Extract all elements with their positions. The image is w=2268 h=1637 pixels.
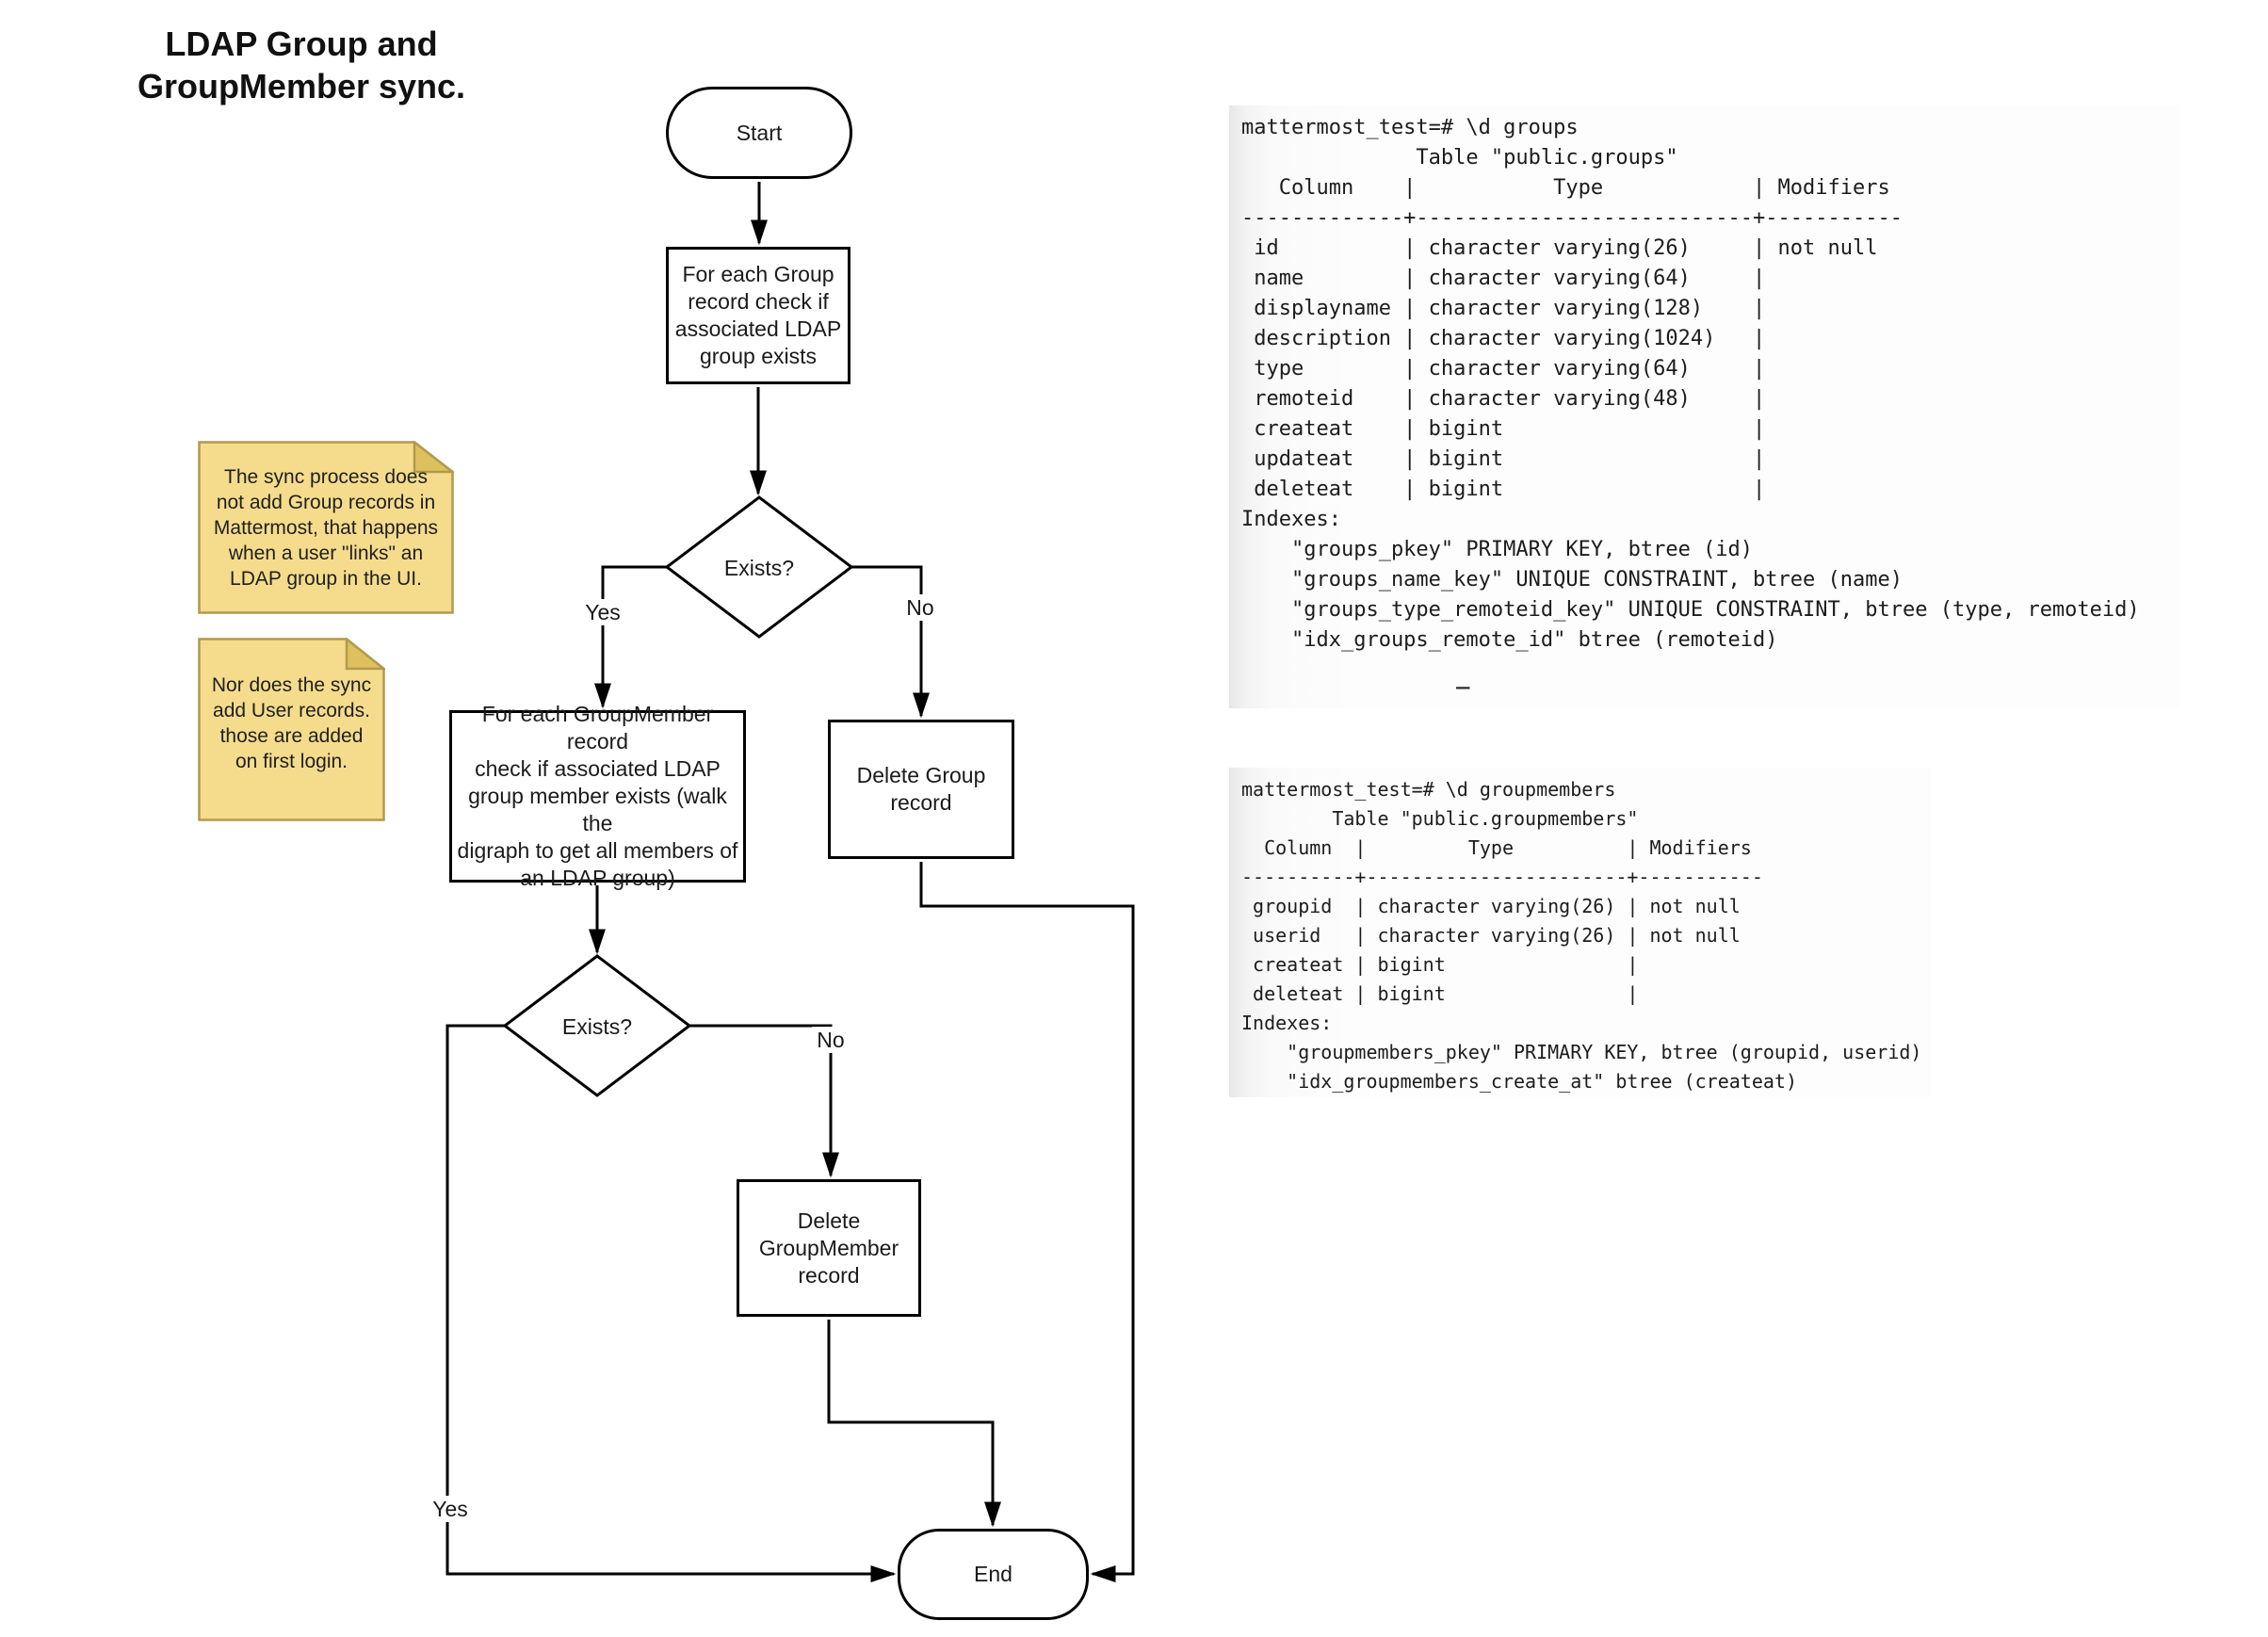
- edge-label-no2: No: [812, 1027, 850, 1053]
- edge-delete-groupmember-to-end: [827, 1320, 1001, 1528]
- edge-exists2-yes-to-end: [446, 1024, 897, 1582]
- delete-group-node: Delete Group record: [828, 720, 1014, 859]
- edge-exists1-no-to-delete-group: [850, 565, 930, 719]
- terminal-groups-block: mattermost_test=# \d groups Table "publi…: [1229, 105, 2180, 708]
- note-1-text: The sync process does not add Group reco…: [213, 465, 439, 590]
- note-2-text: Nor does the sync add User records. thos…: [211, 674, 372, 772]
- note-2-body: [198, 638, 385, 821]
- check-groupmember-node: For each GroupMember record check if ass…: [449, 702, 746, 890]
- edge-label-yes1: Yes: [580, 599, 625, 625]
- edge-label-yes2: Yes: [428, 1496, 473, 1522]
- page-title: LDAP Group and GroupMember sync.: [137, 24, 466, 105]
- note-1-body: [198, 441, 454, 614]
- terminal-cursor: _: [1456, 663, 1470, 689]
- edge-exists1-yes-to-check-groupmember: [594, 565, 667, 709]
- terminal-groups-text: mattermost_test=# \d groups Table "publi…: [1241, 116, 2140, 652]
- edge-exists2-no-to-delete-groupmember: [689, 1024, 839, 1178]
- exists1-diamond: [664, 495, 854, 639]
- note-2-fold-icon: [345, 638, 385, 671]
- end-node: End: [898, 1529, 1089, 1620]
- start-node: Start: [666, 87, 852, 179]
- note-1: [198, 441, 454, 614]
- edge-delete-group-to-end: [919, 862, 1135, 1582]
- edge-label-no1: No: [901, 594, 939, 621]
- exists2-label: Exists?: [561, 1014, 633, 1039]
- note-2: [198, 638, 385, 821]
- delete-groupmember-node: Delete GroupMember record: [737, 1179, 921, 1317]
- exists2-diamond: [502, 954, 692, 1097]
- terminal-groupmembers-text: mattermost_test=# \d groupmembers Table …: [1241, 778, 1922, 1093]
- exists1-label: Exists?: [723, 556, 795, 580]
- terminal-groupmembers-block: mattermost_test=# \d groupmembers Table …: [1229, 768, 1931, 1097]
- note-1-fold-icon: [413, 441, 454, 474]
- check-group-node: For each Group record check if associate…: [666, 247, 850, 384]
